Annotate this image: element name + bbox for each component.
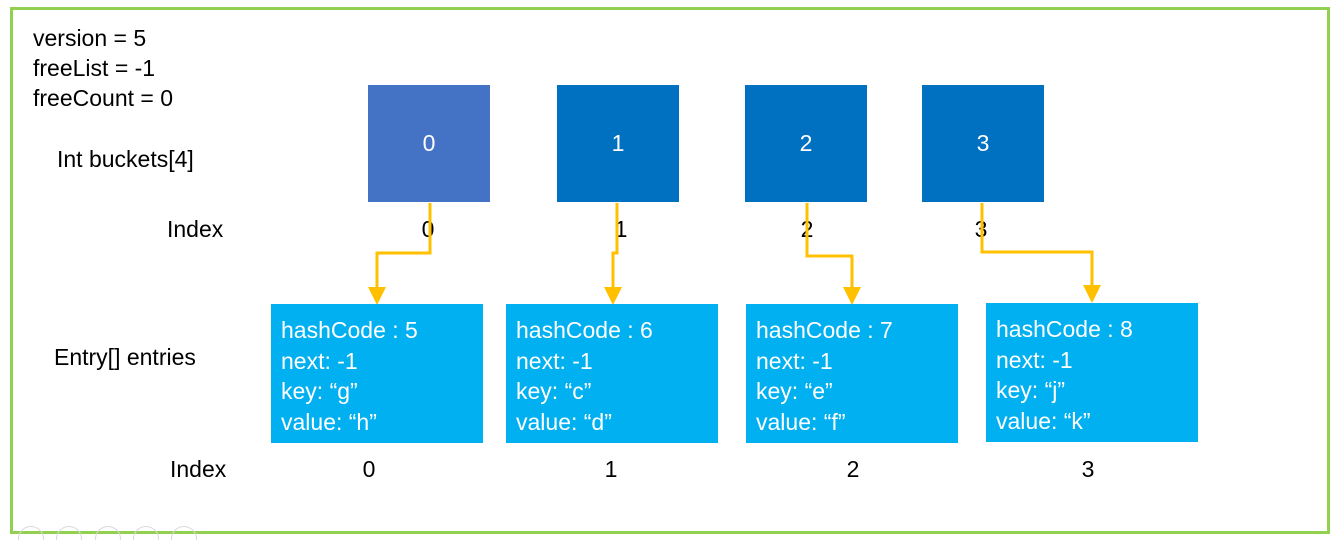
bucket-cell: 0 <box>368 85 490 202</box>
play-icon[interactable] <box>18 526 44 540</box>
diagram-frame <box>10 7 1330 534</box>
entry-hashcode: hashCode : 8 <box>996 316 1133 342</box>
entry-index: 2 <box>846 456 860 482</box>
bucket-cell: 1 <box>557 85 679 202</box>
bucket-index: 2 <box>800 216 814 242</box>
bucket-cell: 3 <box>922 85 1044 202</box>
entry-value: value: “k” <box>996 407 1091 434</box>
bucket-index-label: Index <box>167 216 224 242</box>
slides-icon[interactable] <box>95 526 121 540</box>
entry-next: next: -1 <box>756 347 833 374</box>
bucket-cell: 2 <box>745 85 867 202</box>
bucket-index: 1 <box>614 216 628 242</box>
entry-next: next: -1 <box>996 346 1073 373</box>
freecount-label: freeCount = 0 <box>33 85 174 111</box>
entry-box: hashCode : 8 next: -1 key: “j” value: “k… <box>986 303 1198 442</box>
entry-hashcode: hashCode : 6 <box>516 317 653 343</box>
entries-row-label: Entry[] entries <box>54 344 196 370</box>
slideshow-controls <box>0 524 220 540</box>
entry-value: value: “f” <box>756 408 846 435</box>
entry-value: value: “h” <box>281 408 377 435</box>
entry-next: next: -1 <box>281 347 358 374</box>
freelist-label: freeList = -1 <box>33 55 156 81</box>
entry-index-label: Index <box>170 456 227 482</box>
pen-icon[interactable] <box>56 526 82 540</box>
more-icon[interactable] <box>171 526 197 540</box>
entry-next: next: -1 <box>516 347 593 374</box>
entry-key: key: “j” <box>996 377 1065 403</box>
entry-key: key: “e” <box>756 378 833 404</box>
entry-box: hashCode : 7 next: -1 key: “e” value: “f… <box>746 304 958 443</box>
buckets-row-label: Int buckets[4] <box>57 146 194 172</box>
entry-value: value: “d” <box>516 408 612 435</box>
entry-index: 3 <box>1081 456 1095 482</box>
entry-hashcode: hashCode : 7 <box>756 317 893 343</box>
entry-index: 0 <box>362 456 376 482</box>
entry-box: hashCode : 6 next: -1 key: “c” value: “d… <box>506 304 718 443</box>
entry-hashcode: hashCode : 5 <box>281 317 418 343</box>
entry-index: 1 <box>604 456 618 482</box>
bucket-index: 0 <box>421 216 435 242</box>
entry-box: hashCode : 5 next: -1 key: “g” value: “h… <box>271 304 483 443</box>
entry-key: key: “g” <box>281 378 358 404</box>
version-label: version = 5 <box>33 25 147 51</box>
entry-key: key: “c” <box>516 378 592 404</box>
bucket-index: 3 <box>974 216 988 242</box>
zoom-icon[interactable] <box>133 526 159 540</box>
